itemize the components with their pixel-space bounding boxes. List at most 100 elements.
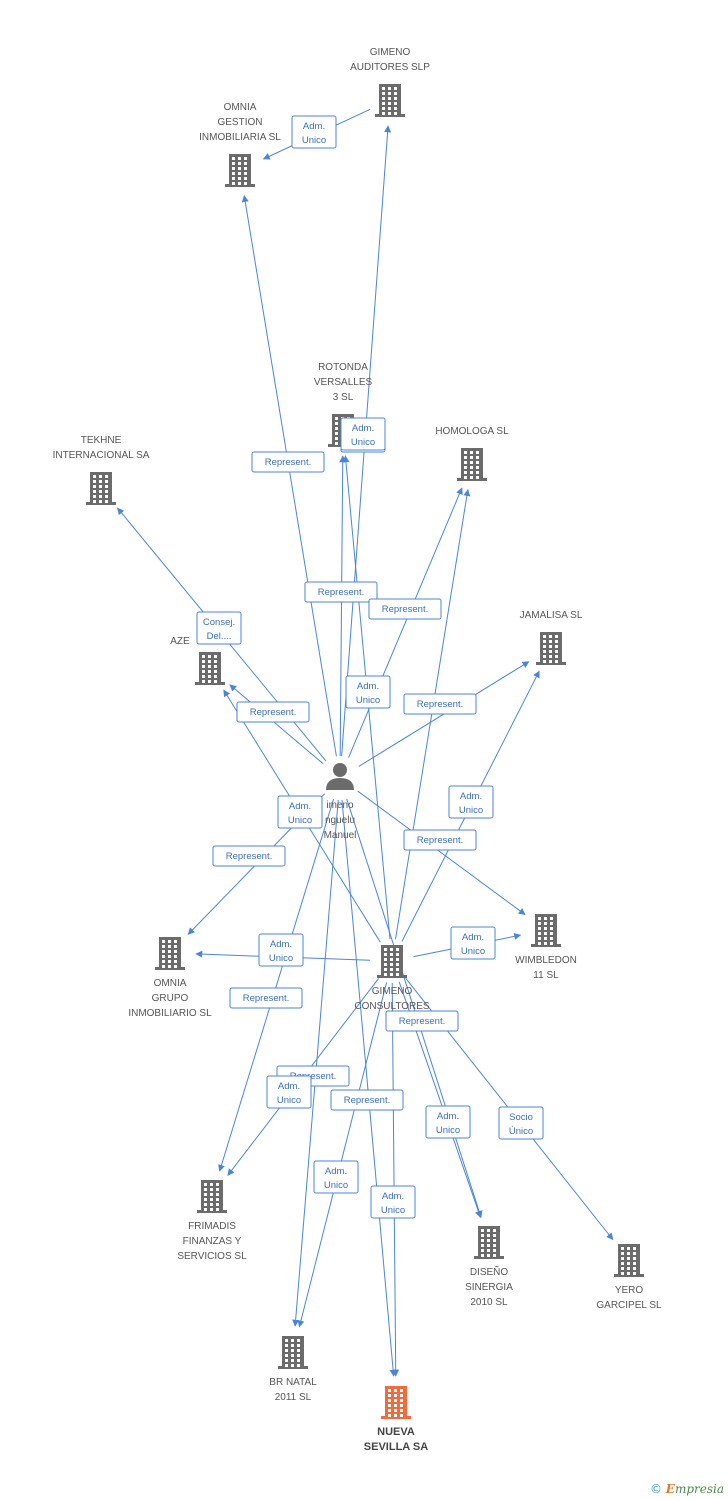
edge-label-gimeno_auditores-to-omnia_gestion[interactable]: Adm.Unico [291, 115, 337, 149]
edge-label-text: Represent. [290, 1071, 336, 1082]
edge-label-text: Unico [356, 695, 380, 706]
company-node-jamalisa[interactable]: JAMALISA SL [520, 610, 583, 665]
edge-label-gimeno_consultores-to-rotonda[interactable]: Adm.Unico [340, 417, 386, 451]
building-icon [278, 1336, 308, 1369]
edge-label-text: Adm. [289, 801, 311, 812]
edge-label-gimeno_consultores-to-jamalisa[interactable]: Adm.Unico [448, 785, 494, 819]
node-label-line: ROTONDA [318, 362, 368, 373]
building-icon [195, 652, 225, 685]
edge-label-person-to-aze[interactable]: Represent. [236, 701, 310, 723]
building-icon [474, 1226, 504, 1259]
edge-label-gimeno_consultores-to-nueva_sevilla[interactable]: Adm. Unico [370, 1185, 416, 1219]
company-node-gimeno_auditores[interactable]: GIMENO AUDITORES SLP [350, 47, 430, 117]
edge-label-person-to-omnia_grupo[interactable]: Represent. [212, 845, 286, 867]
node-label-line: SINERGIA [465, 1282, 513, 1293]
edge-label-gimeno_consultores-to-wimbledon[interactable]: Adm.Unico [450, 926, 496, 960]
edge-person-to-wimbledon [357, 790, 526, 915]
building-icon [86, 472, 116, 505]
building-icon [375, 84, 405, 117]
edge-person-to-homologa [348, 487, 463, 758]
brand-footer[interactable]: © Empresia [650, 1482, 724, 1496]
edge-label-text: Represent. [250, 707, 296, 718]
edge-label-gimeno_consultores-to-homologa[interactable]: Adm.Unico [345, 675, 391, 709]
node-label-line: FINANZAS Y [183, 1236, 242, 1247]
edge-label-gimeno_consultores-to-diseno[interactable]: Adm.Unico [425, 1105, 471, 1139]
edge-label-text: Adm. [382, 1191, 404, 1202]
edge-label-text: Unico [381, 1205, 405, 1216]
edge-label-text: Adm. [303, 121, 325, 132]
node-label-line: AUDITORES SLP [350, 62, 430, 73]
node-label-line: INMOBILIARIA SL [199, 132, 281, 143]
brand-logo-initial: E [665, 1482, 675, 1496]
company-name: GIMENO AUDITORES SLP [350, 47, 430, 73]
edge-label-person-to-rotonda[interactable]: Represent. [304, 581, 378, 603]
node-label-line: nguelu [325, 815, 355, 826]
edge-labels-layer: Adm.UnicoRepresent.Represent.Consej.Del.… [196, 115, 544, 1219]
edge-person-to-aze [229, 684, 324, 765]
node-label-line: WIMBLEDON [515, 955, 577, 966]
edge-label-person-to-jamalisa[interactable]: Represent. [368, 598, 442, 620]
node-label-line: FRIMADIS [188, 1221, 236, 1232]
node-label-line: 3 SL [333, 392, 354, 403]
company-node-aze[interactable]: AZE [170, 636, 225, 685]
edge-label-gimeno_consultores-to-frimadis[interactable]: Adm.Unico [266, 1075, 312, 1109]
edge-label-text: Represent. [417, 699, 463, 710]
company-node-br_natal[interactable]: BR NATAL 2011 SL [269, 1336, 317, 1403]
building-icon [377, 945, 407, 978]
node-label-line: 2011 SL [275, 1392, 312, 1403]
node-label-line: GIMENO [370, 47, 411, 58]
edge-label-text: Represent. [243, 993, 289, 1004]
building-icon [457, 448, 487, 481]
edge-label-person-to-nueva_sevilla[interactable]: Represent. [330, 1089, 404, 1111]
edge-label-text: Adm. [325, 1166, 347, 1177]
edge-gimeno_consultores-to-br_natal [297, 982, 388, 1328]
edges-layer [117, 108, 614, 1377]
edge-label-person-to-frimadis[interactable]: Represent. [229, 987, 303, 1009]
company-node-homologa[interactable]: HOMOLOGA SL [435, 426, 509, 481]
edge-label-gimeno_consultores-to-br_natal[interactable]: Adm. Unico [313, 1160, 359, 1194]
node-label-line: GESTION [217, 117, 262, 128]
edge-person-to-rotonda [339, 455, 347, 757]
edge-label-text: Represent. [318, 587, 364, 598]
edge-label-person-to-diseno[interactable]: Represent. [385, 1010, 459, 1032]
edge-label-person-to-wimbledon[interactable]: Represent. [403, 829, 477, 851]
company-name: AZE [170, 636, 190, 647]
edge-label-text: Adm. [462, 932, 484, 943]
edge-label-gimeno_consultores-to-aze[interactable]: Adm.Unico [277, 795, 323, 829]
edge-label-text: Adm. [278, 1081, 300, 1092]
company-name: JAMALISA SL [520, 610, 583, 621]
node-label-line: VERSALLES [314, 377, 373, 388]
node-label-line: JAMALISA SL [520, 610, 583, 621]
edge-label-gimeno_consultores-to-omnia_grupo[interactable]: Adm.Unico [258, 933, 304, 967]
person-icon[interactable] [326, 763, 354, 790]
edge-label-person-to-homologa[interactable]: Represent. [403, 693, 477, 715]
node-label-line: GIMENO [372, 986, 413, 997]
edge-label-text: Adm. [437, 1111, 459, 1122]
edge-label-text: Adm. [460, 791, 482, 802]
edge-label-person-to-omnia_gestion[interactable]: Represent. [251, 451, 325, 473]
node-label-line: BR NATAL [269, 1377, 317, 1388]
node-label-line: SEVILLA SA [364, 1441, 428, 1453]
building-icon [197, 1180, 227, 1213]
edge-label-text: Unico [324, 1180, 348, 1191]
node-label-line: YERO [615, 1285, 644, 1296]
building-icon [155, 937, 185, 970]
edge-label-person-to-tekhne[interactable]: Consej.Del.... [196, 611, 242, 645]
